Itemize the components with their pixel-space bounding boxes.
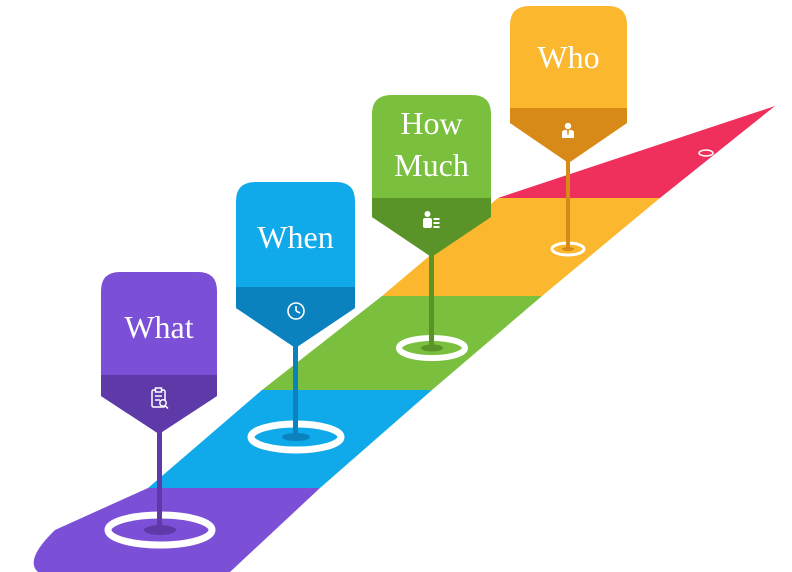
pin-label: When <box>257 219 333 255</box>
clock-icon <box>287 302 305 320</box>
pin-stem <box>566 150 570 250</box>
pin-label-line: What <box>124 309 193 345</box>
pin-label-line: How <box>400 105 462 141</box>
pin-what: What <box>101 272 217 532</box>
pin-when: When <box>236 182 355 436</box>
ground-ring <box>698 149 714 157</box>
pin-label: Who <box>537 39 599 75</box>
road-segment-purple <box>33 488 321 572</box>
road-segment-yellow <box>382 198 660 296</box>
ground-ring-center <box>282 433 310 441</box>
pin-stem <box>157 420 162 532</box>
pin-label: What <box>124 309 193 345</box>
pin-label-line: Who <box>537 39 599 75</box>
pin-icon-band <box>236 287 355 348</box>
clipboard-icon <box>151 387 169 410</box>
pin-stem <box>429 240 434 348</box>
person-icon <box>562 122 574 138</box>
pin-who: Who <box>510 6 627 250</box>
money-person-icon <box>423 211 440 228</box>
pin-stem <box>293 328 298 436</box>
pin-label-line: Much <box>394 147 469 183</box>
pin-icon-band <box>372 198 491 257</box>
pin-label-line: When <box>257 219 333 255</box>
pin-icon-band <box>101 375 217 434</box>
